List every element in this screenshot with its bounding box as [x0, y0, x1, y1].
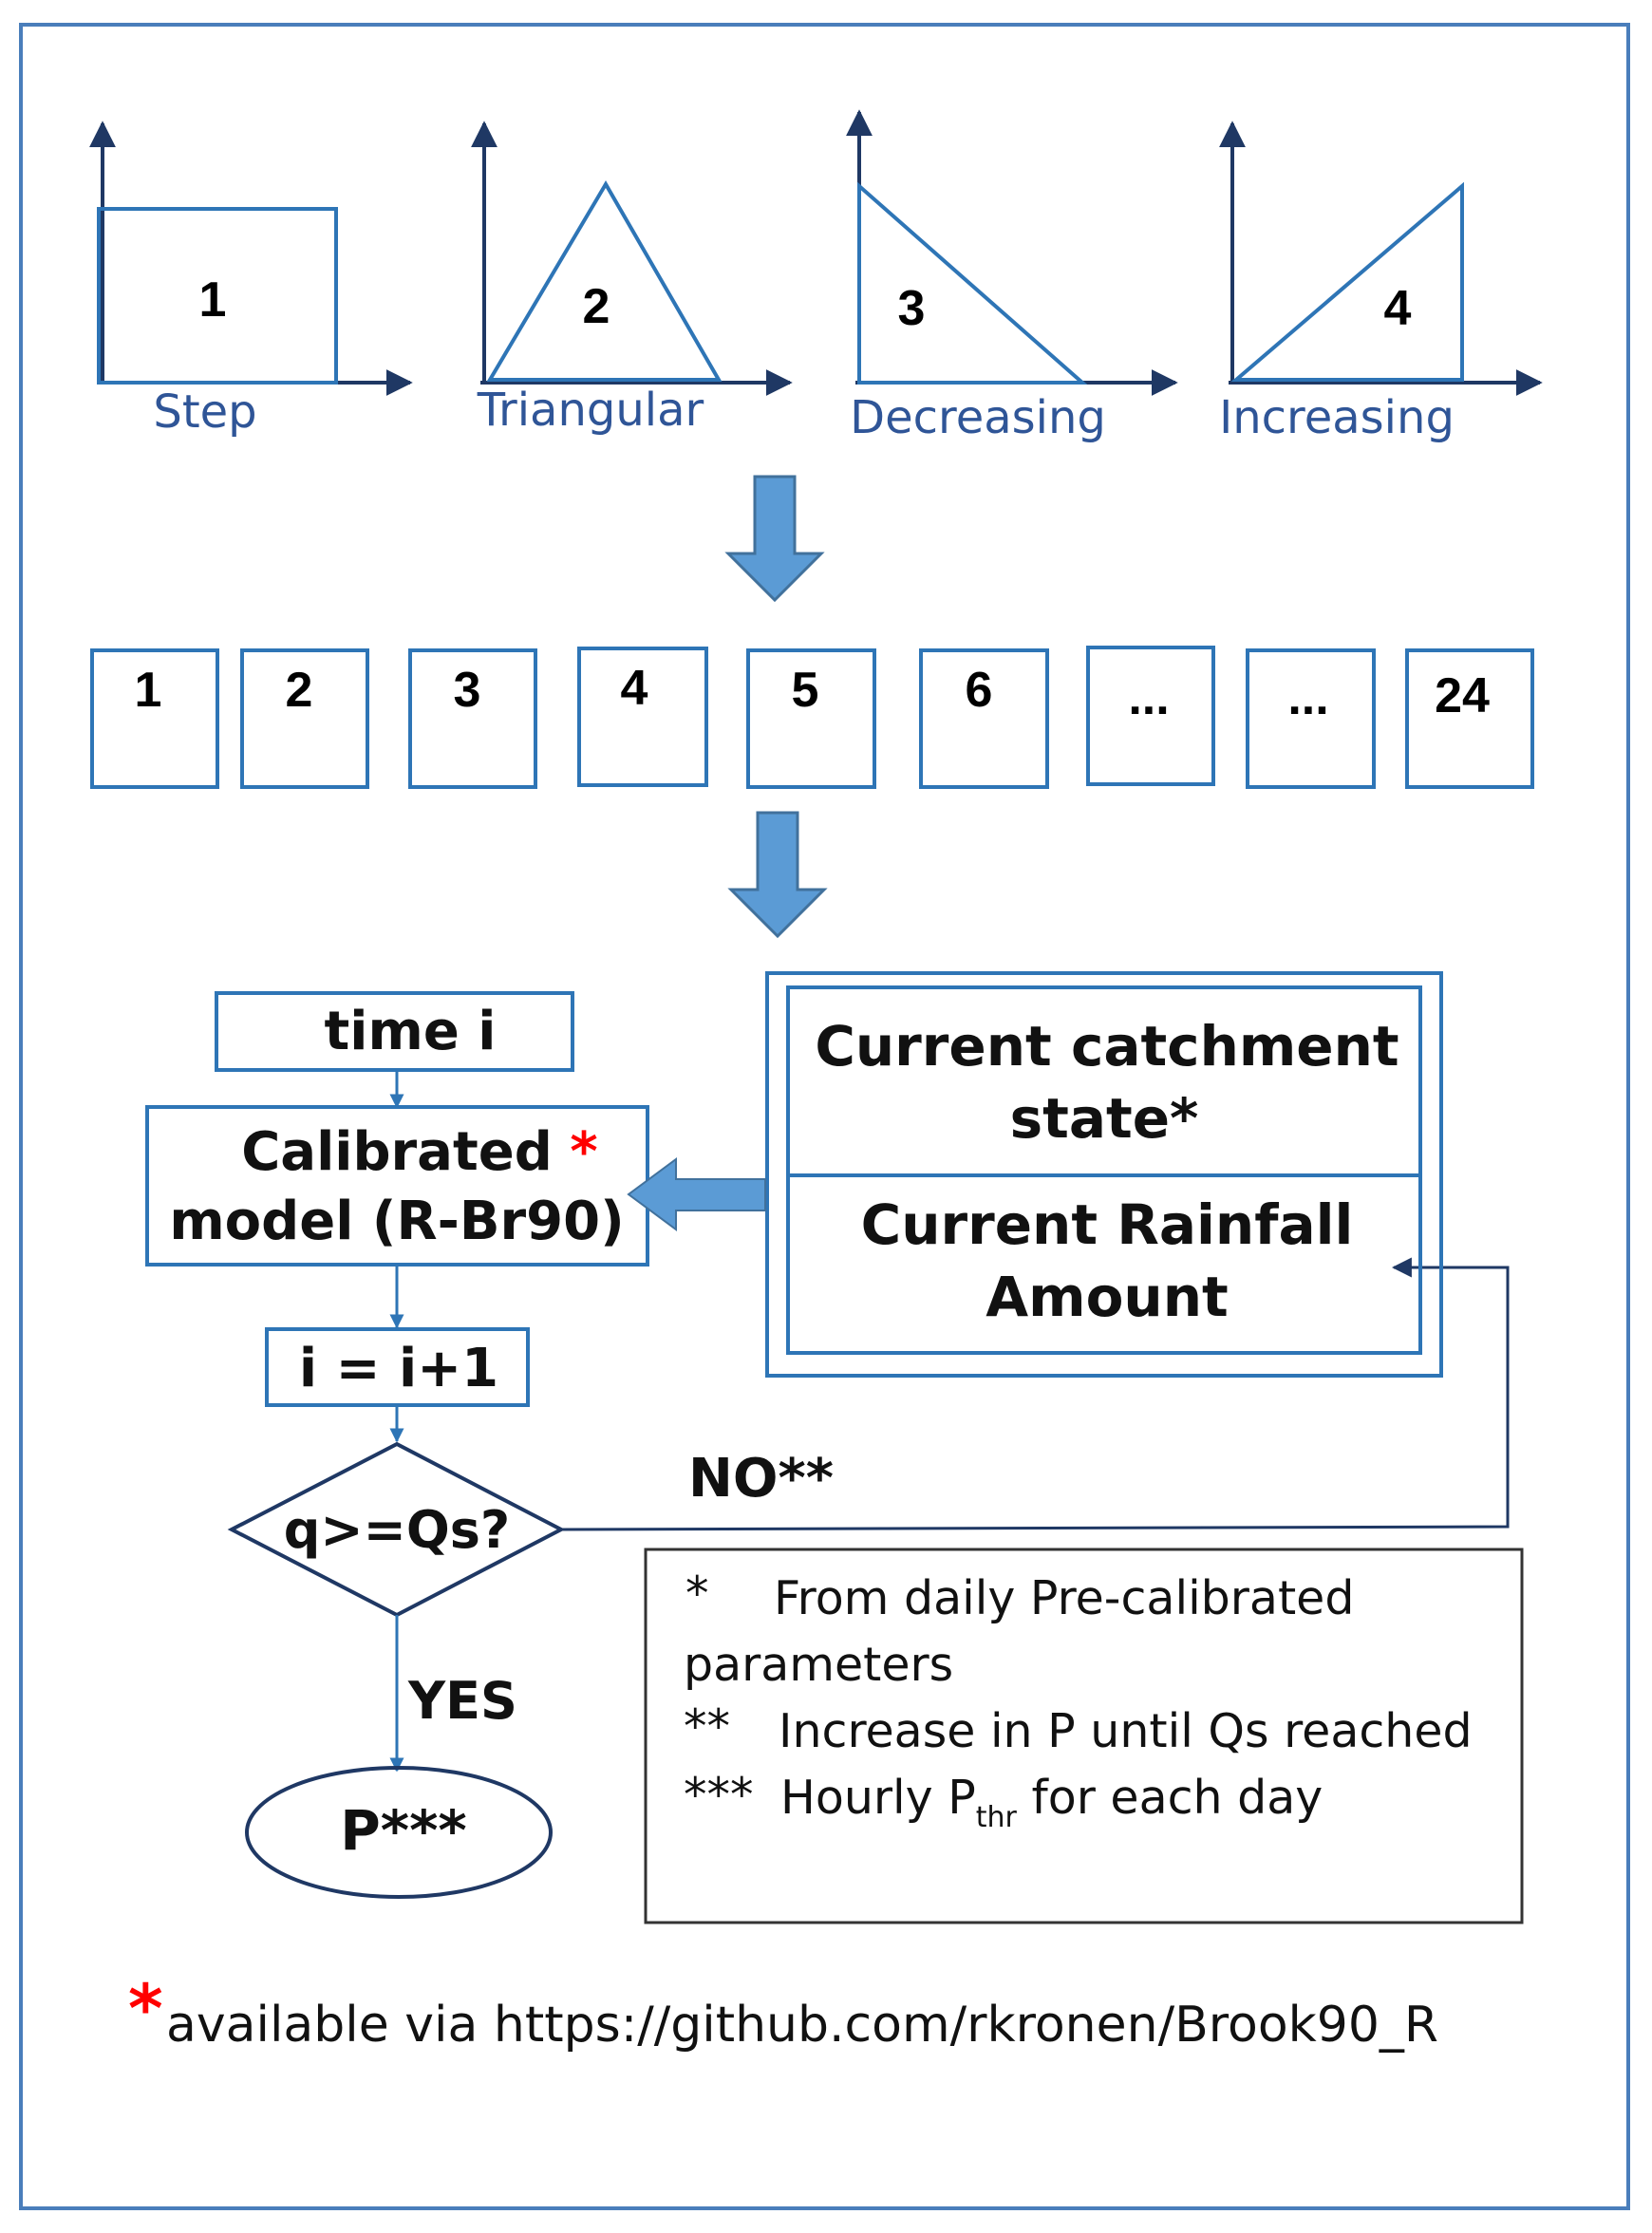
shape-number: 4 [1384, 281, 1412, 336]
note1-mark: * [685, 1567, 709, 1621]
time-box [215, 991, 574, 1072]
state-panel-outer [765, 971, 1443, 1378]
note1-text: From daily Pre-calibrated [774, 1571, 1354, 1625]
triangle-shape [486, 180, 723, 382]
shape-number: 1 [199, 272, 227, 328]
hour-label: 1 [135, 663, 162, 718]
note3-mark: *** [684, 1768, 754, 1822]
hour-label: 2 [286, 663, 313, 718]
increasing-shape [1230, 181, 1464, 382]
shape-step: 1 Step [89, 121, 413, 439]
hour-box [919, 648, 1049, 789]
shape-label: Decreasing [850, 391, 1106, 444]
down-block-arrow [727, 811, 828, 939]
down-block-arrow [724, 475, 825, 603]
rainfall-line1: Current Rainfall [861, 1192, 1354, 1257]
shape-label: Increasing [1219, 391, 1455, 444]
shape-number: 3 [898, 281, 926, 336]
hour-box [1405, 648, 1534, 789]
note2-text: Increase in P until Qs reached [779, 1704, 1473, 1758]
hour-label: ... [1128, 670, 1169, 725]
time-box-label: time i [325, 1001, 497, 1062]
model-star: * [570, 1121, 597, 1183]
result-label: P*** [340, 1798, 467, 1863]
hour-label: ... [1287, 670, 1328, 725]
footer-text: available via https://github.com/rkronen… [166, 1997, 1438, 2054]
hour-label: 4 [621, 661, 648, 716]
shape-label: Step [153, 385, 256, 439]
increment-label: i = i+1 [299, 1338, 498, 1399]
no-connector [560, 1257, 1510, 1531]
hour-label: 6 [966, 663, 993, 718]
left-block-arrow [627, 1157, 766, 1231]
hour-box [577, 647, 708, 787]
rainfall-line2: Amount [986, 1265, 1228, 1329]
catchment-state-line1: Current catchment [815, 1014, 1399, 1079]
shape-number: 2 [583, 279, 610, 334]
note2-mark: ** [684, 1699, 730, 1754]
shape-label: Triangular [477, 384, 704, 437]
hour-label: 3 [454, 663, 481, 718]
hour-box [408, 648, 537, 789]
decreasing-shape [857, 181, 1088, 385]
note1-continued: parameters [684, 1638, 953, 1692]
state-panel-inner [786, 985, 1422, 1355]
hour-box [240, 648, 369, 789]
footer-star: * [128, 1970, 163, 2048]
notes-box [644, 1548, 1524, 1924]
model-box-label-line2: model (R-Br90) [169, 1191, 624, 1252]
hour-box [90, 648, 219, 789]
step-shape [97, 207, 338, 385]
outer-frame [19, 23, 1630, 2210]
model-box-label-line1: Calibrated [241, 1121, 553, 1183]
hour-label: 24 [1435, 668, 1490, 723]
yes-label: YES [407, 1671, 517, 1731]
hour-box [746, 648, 876, 789]
hour-boxes-row: 1 2 3 4 5 6 ... ... 24 [90, 646, 1534, 789]
decision-label: q>=Qs? [284, 1500, 511, 1560]
shape-decreasing: 3 Decreasing [846, 109, 1178, 444]
shape-triangular: 2 Triangular [471, 121, 793, 437]
catchment-state-line2: state* [1010, 1086, 1199, 1151]
shape-increasing: 4 Increasing [1219, 121, 1543, 444]
hour-label: 5 [792, 663, 819, 718]
hour-box [1246, 648, 1376, 789]
note3-text: Hourly Pthr for each day [780, 1771, 1323, 1834]
no-label: NO** [688, 1448, 834, 1510]
result-ellipse [245, 1766, 553, 1899]
hour-box [1086, 646, 1215, 786]
